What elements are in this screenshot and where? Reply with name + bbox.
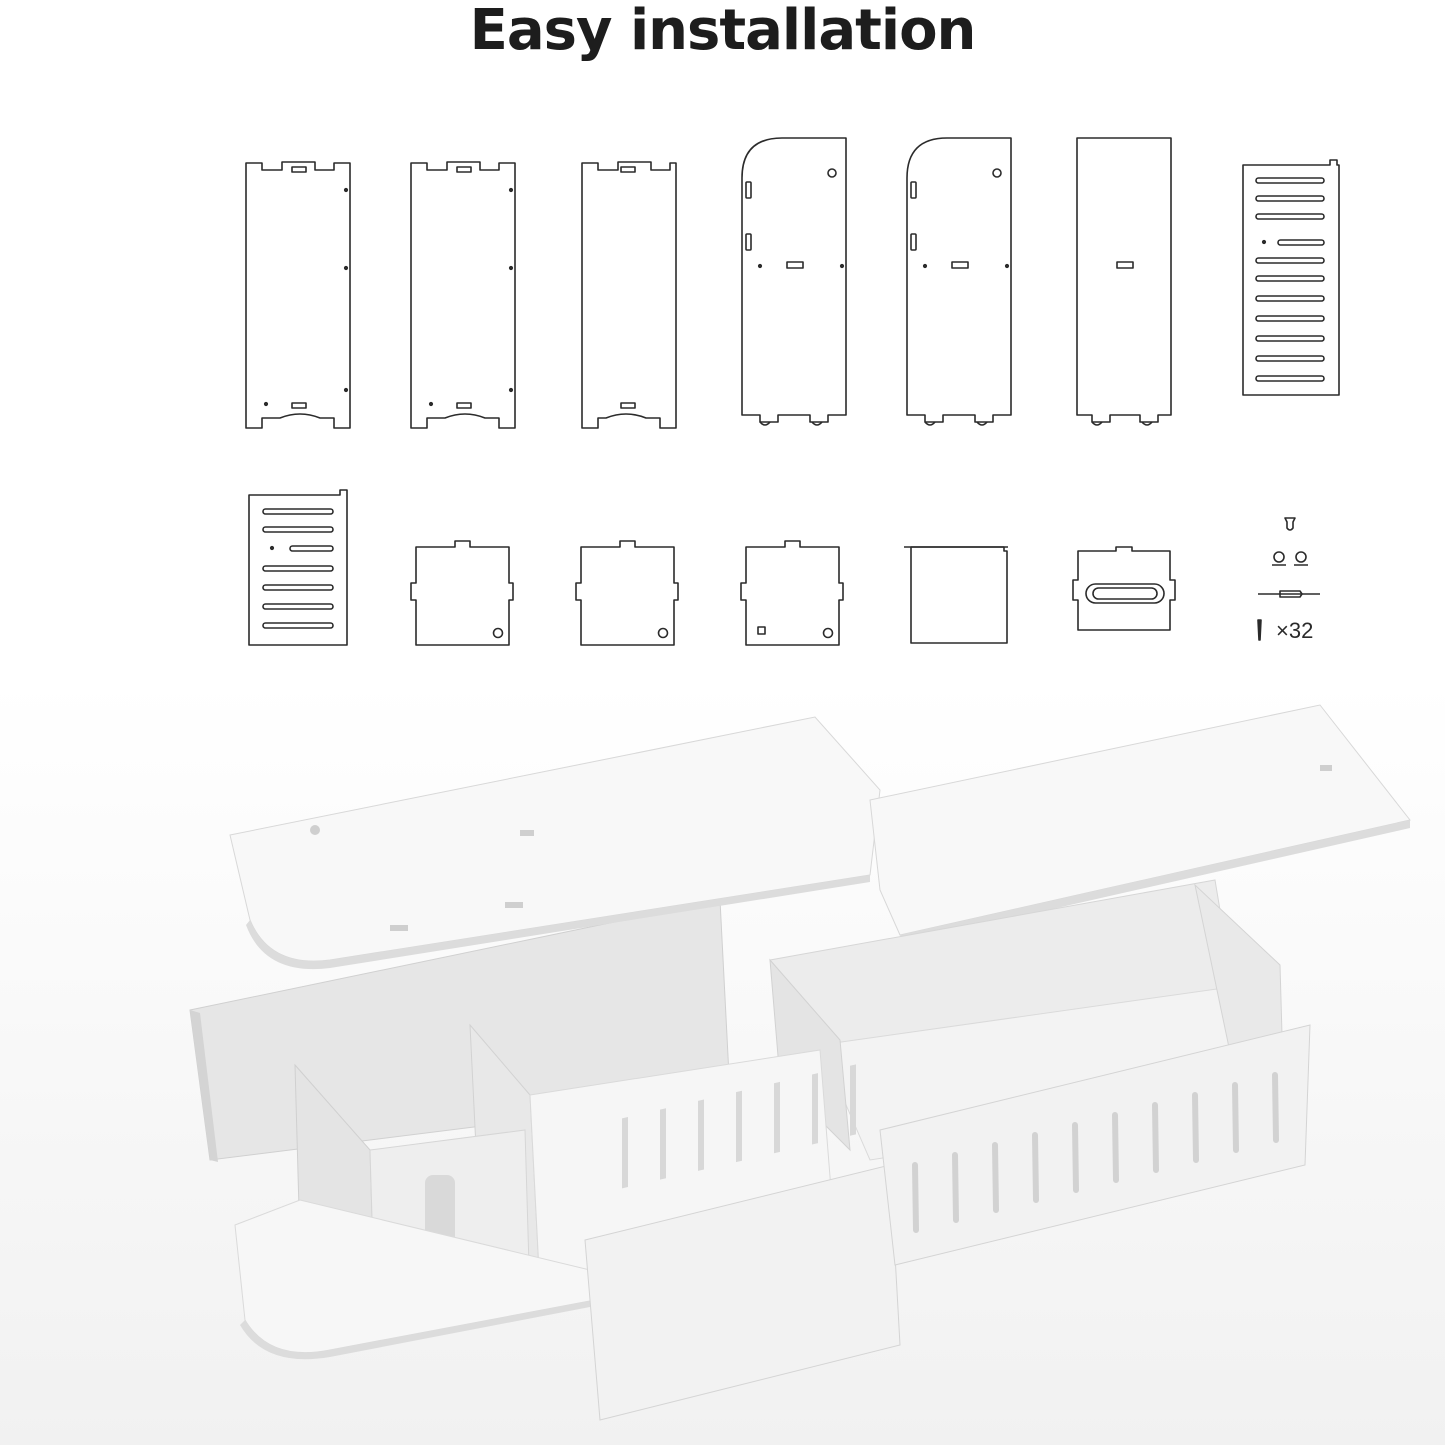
plain-tall-panel — [1076, 137, 1172, 426]
exploded-assembly-render — [0, 680, 1445, 1445]
rounded-panel-1 — [741, 137, 847, 426]
screwdriver-icon — [1258, 590, 1320, 598]
hardware-group: ×32 — [1257, 517, 1320, 643]
divider-panel-2 — [575, 540, 679, 646]
screw-icon — [1257, 619, 1262, 641]
front-vent-panel-large-render — [879, 1024, 1311, 1266]
vented-panel-short — [248, 489, 348, 646]
end-cap-panel — [904, 546, 1008, 644]
front-vent-panel-small-render — [584, 1064, 901, 1421]
long-panel-3 — [581, 161, 677, 429]
page-title: Easy installation — [469, 0, 977, 63]
cable-outlet-panel — [1072, 546, 1176, 631]
vented-panel-long — [1242, 159, 1340, 396]
divider-panel-1 — [410, 540, 514, 646]
long-panel-2 — [410, 161, 516, 429]
divider-panel-3 — [740, 540, 844, 646]
top-lid-left-render — [229, 716, 881, 970]
long-panel-1 — [245, 161, 351, 429]
screw-quantity: ×32 — [1276, 618, 1313, 643]
cable-clip-icon — [1272, 551, 1308, 566]
wall-anchor-icon — [1284, 517, 1296, 531]
top-lid-right-render — [869, 704, 1411, 943]
rounded-panel-2 — [906, 137, 1012, 426]
parts-diagram: ×32 — [245, 137, 1340, 646]
